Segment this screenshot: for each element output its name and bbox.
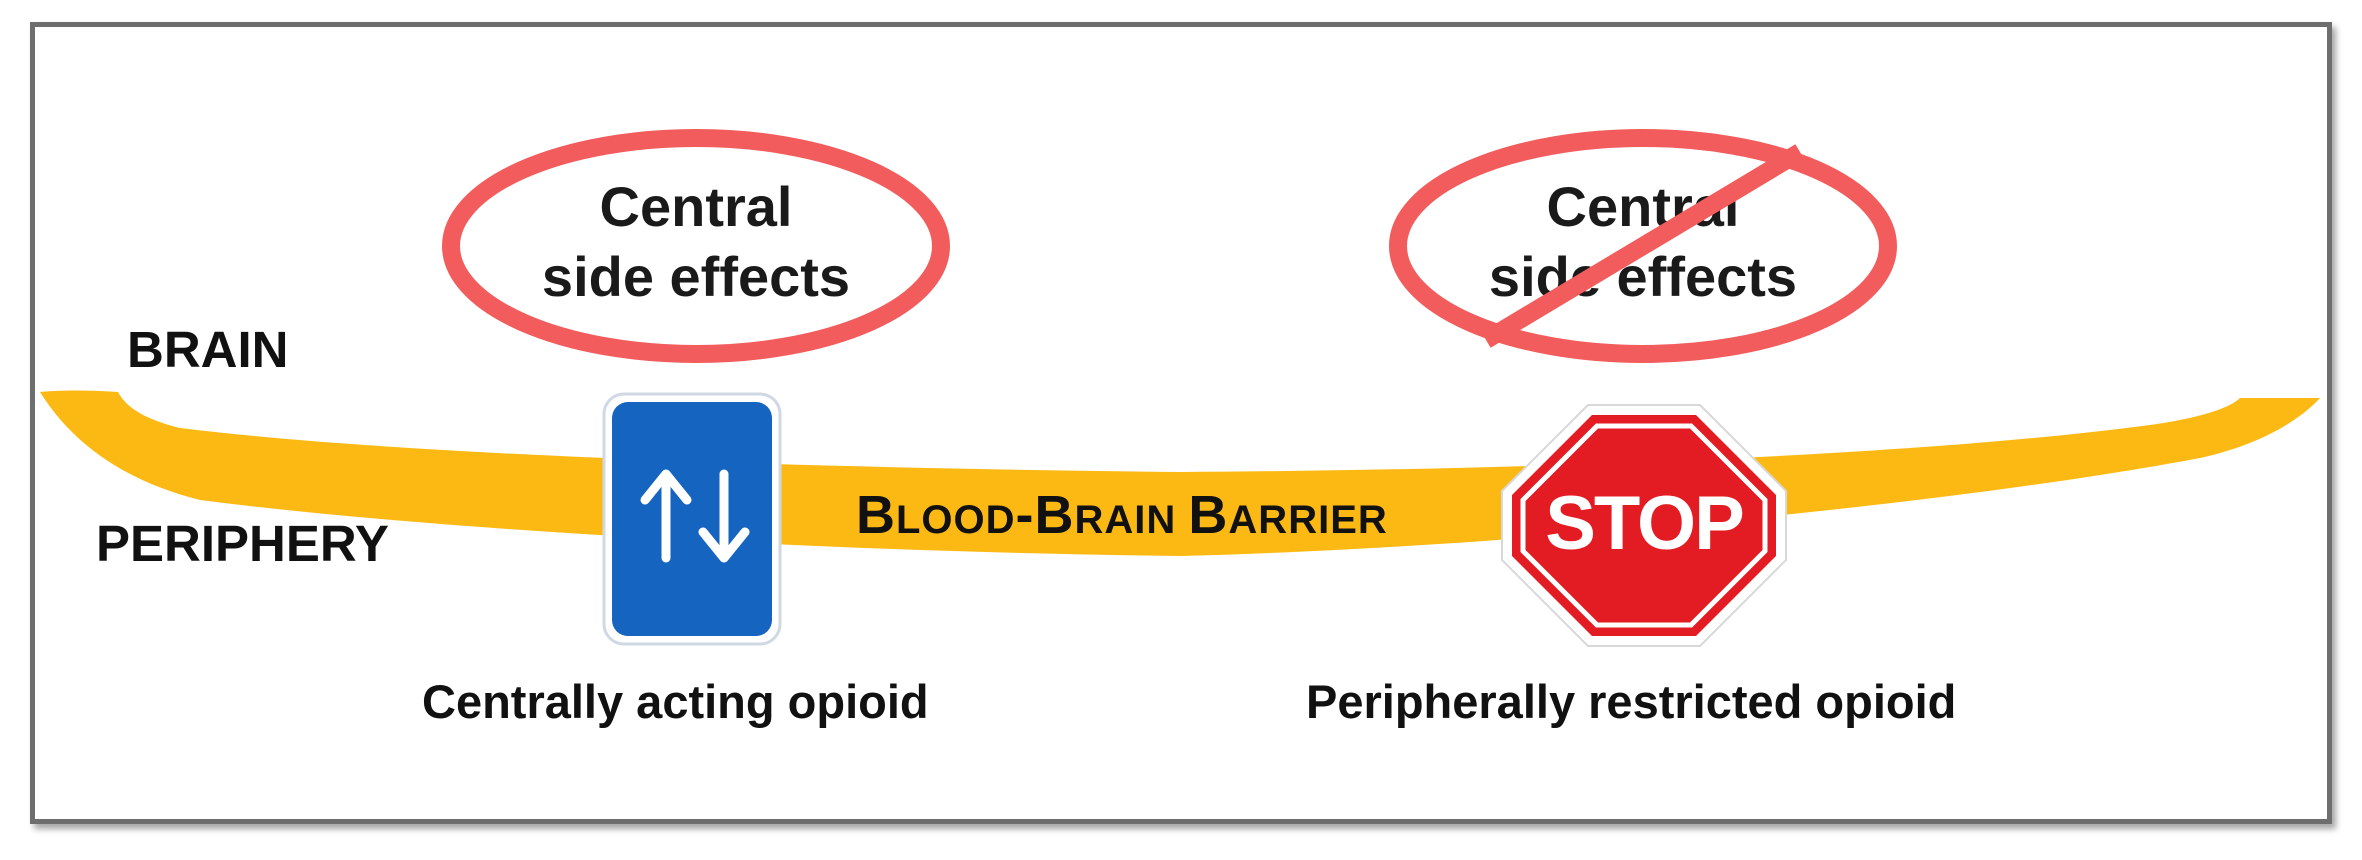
- brain-region-label: BRAIN: [127, 321, 289, 378]
- oval-text-left: Central side effects: [496, 172, 896, 312]
- blood-brain-barrier-label: BLOOD-BRAIN BARRIER: [856, 484, 1388, 546]
- periphery-region-label: PERIPHERY: [96, 515, 389, 572]
- central-side-effects-oval-left: [442, 129, 950, 363]
- bbb-part1-cap: B: [856, 485, 896, 545]
- two-way-traffic-arrows-icon: [602, 392, 782, 646]
- oval-text-right: Central side effects: [1443, 172, 1843, 312]
- oval-line2-left: side effects: [541, 245, 851, 308]
- peripherally-restricted-opioid-caption: Peripherally restricted opioid: [1306, 675, 1957, 728]
- bbb-part3-rest: ARRIER: [1228, 498, 1388, 542]
- bbb-part2-rest: RAIN: [1074, 498, 1189, 542]
- oval-line2-right: side effects: [1488, 245, 1798, 308]
- bbb-part2-cap: -B: [1015, 485, 1075, 545]
- oval-line1-right: Central: [1546, 175, 1740, 238]
- stop-sign-text: STOP: [1545, 481, 1745, 566]
- bbb-part3-cap: B: [1188, 485, 1229, 545]
- oval-line1-left: Central: [599, 175, 793, 238]
- diagram-frame: [30, 22, 2332, 824]
- stop-sign-icon: [1501, 404, 1787, 647]
- bbb-part1-rest: LOOD: [896, 498, 1016, 542]
- centrally-acting-opioid-caption: Centrally acting opioid: [422, 675, 929, 728]
